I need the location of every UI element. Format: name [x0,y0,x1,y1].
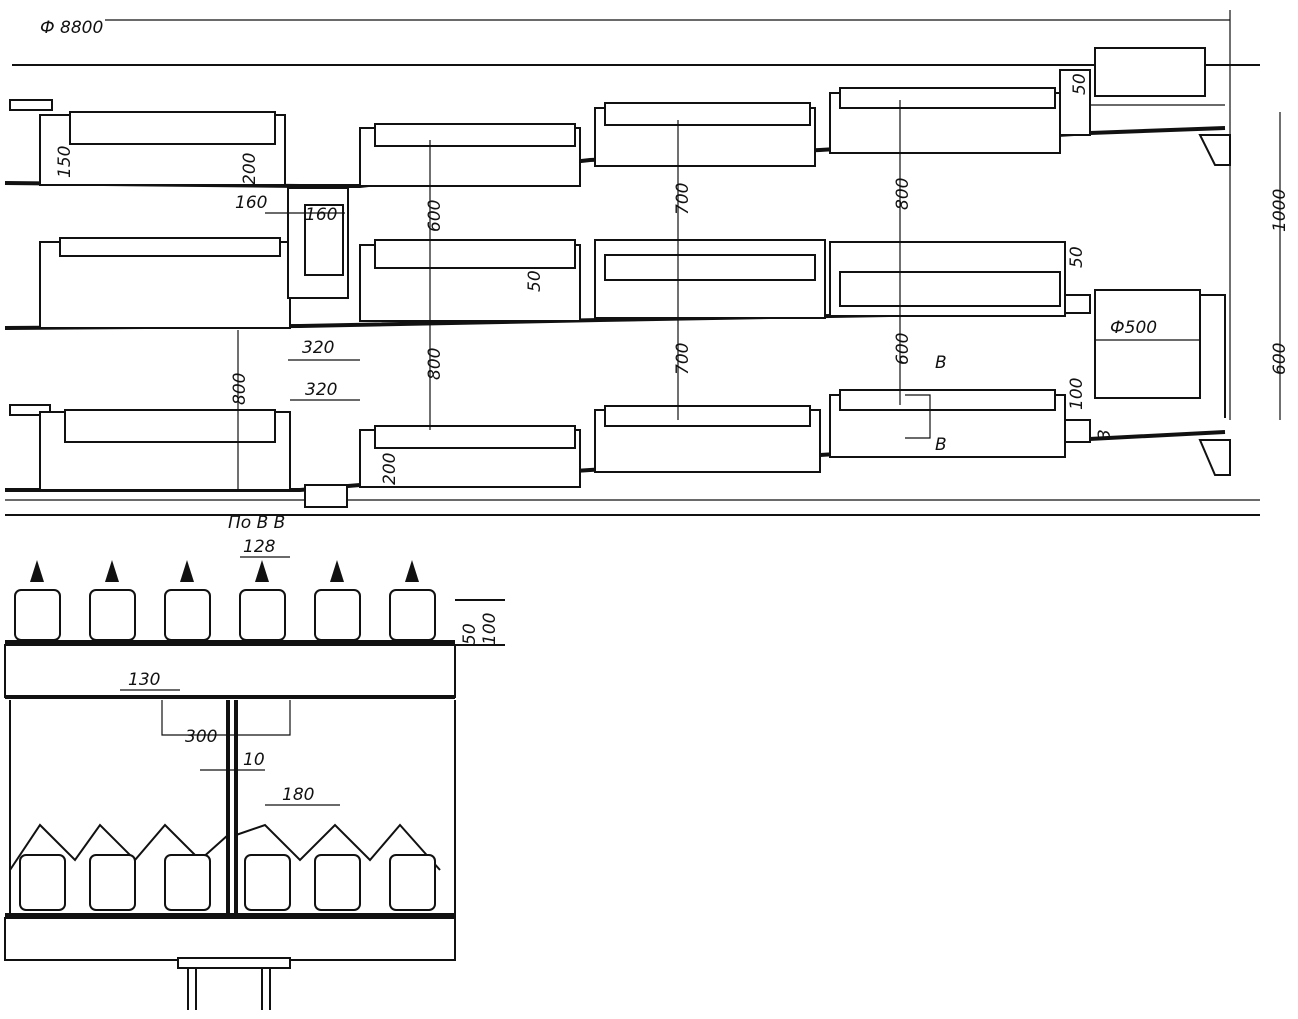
dim-180-label: 180 [282,785,314,805]
upper-bolt-3 [180,560,194,582]
small-diameter-box [1094,289,1201,399]
post-1-5 [1059,69,1091,136]
upper-roller-4 [239,589,286,641]
cassette-3-2 [374,425,576,449]
bracket-bottom [1198,439,1231,476]
cassette-3-1 [64,409,276,443]
dim-200-bottom-label: 200 [380,453,400,485]
cassette-1-2 [374,123,576,147]
bracket-top [1198,134,1231,166]
upper-roller-6 [389,589,436,641]
cassette-2-2 [374,239,576,269]
pipe-right [1200,294,1226,418]
dim-100-right-label: 100 [1067,378,1087,410]
lower-roller-3 [164,854,211,911]
dim-320-a-label: 320 [302,338,334,358]
dim-800-mid-label: 800 [425,348,445,380]
dim-600-mid-label: 600 [893,333,913,365]
cassette-2-1 [59,237,281,257]
frame-end-3a [9,404,51,416]
dim-300-label: 300 [185,727,217,747]
lower-roller-6 [389,854,436,911]
frame-end-1a [9,99,53,111]
upper-roller-2 [89,589,136,641]
lower-hood-right [235,823,441,871]
base-plate [177,957,291,969]
dim-100-detail-label: 100 [480,613,500,645]
elevation-view [4,10,1281,516]
dim-50-detail-label: 50 [460,623,480,645]
lower-roller-5 [314,854,361,911]
upper-bolt-1 [30,560,44,582]
dim-50-mid-a-label: 50 [525,270,545,292]
upper-bolt-2 [105,560,119,582]
upper-bolt-6 [405,560,419,582]
section-b-bottom-label: В [935,435,947,455]
dim-800-top-label: 800 [893,178,913,210]
dim-800-left-label: 800 [230,373,250,405]
upper-roller-row [14,560,436,641]
upper-roller-1 [14,589,61,641]
cassette-3-3 [604,405,811,427]
cassette-2-3 [604,254,816,281]
post-2-5 [1064,294,1091,314]
dim-150-label: 150 [55,146,75,178]
dim-50-mid-b-label: 50 [1067,246,1087,268]
post-3-gap [304,484,348,508]
post-3-5 [1064,419,1091,443]
dim-700-mid-label: 700 [673,343,693,375]
cassette-1-3 [604,102,811,126]
riser-inner [304,204,344,276]
cassette-1-1 [69,111,276,145]
dim-600-top-label: 600 [425,200,445,232]
dim-3-label: 3 [1095,429,1115,440]
dim-10-label: 10 [243,750,265,770]
dim-160-b-label: 160 [305,205,337,225]
dim-700-top-label: 700 [673,183,693,215]
upper-roller-5 [314,589,361,641]
lower-beam [4,917,456,961]
lower-roller-1 [19,854,66,911]
lower-roller-row [9,823,441,911]
dim-1000-label: 1000 [1270,189,1290,232]
section-b-top-label: В [935,353,947,373]
section-cut-marker [905,394,931,439]
lower-roller-4 [244,854,291,911]
dim-130-label: 130 [128,670,160,690]
diameter-total-label: Ф 8800 [40,18,103,38]
dim-200-top-label: 200 [240,153,260,185]
upper-roller-3 [164,589,211,641]
dim-600-right-label: 600 [1270,343,1290,375]
upper-bolt-4 [255,560,269,582]
cassette-2-4 [839,271,1061,307]
dim-50-tr-label: 50 [1070,73,1090,95]
upper-bolt-5 [330,560,344,582]
diameter-small-label: Ф500 [1110,318,1157,338]
cassette-1-4 [839,87,1056,109]
section-label: По В В [228,513,285,533]
lower-roller-2 [89,854,136,911]
dim-128-label: 128 [243,537,276,557]
dim-160-a-label: 160 [235,193,267,213]
upper-beam [4,644,456,698]
section-detail [4,556,505,1010]
dim-320-b-label: 320 [305,380,337,400]
upper-box [1094,47,1206,97]
cassette-3-4 [839,389,1056,411]
